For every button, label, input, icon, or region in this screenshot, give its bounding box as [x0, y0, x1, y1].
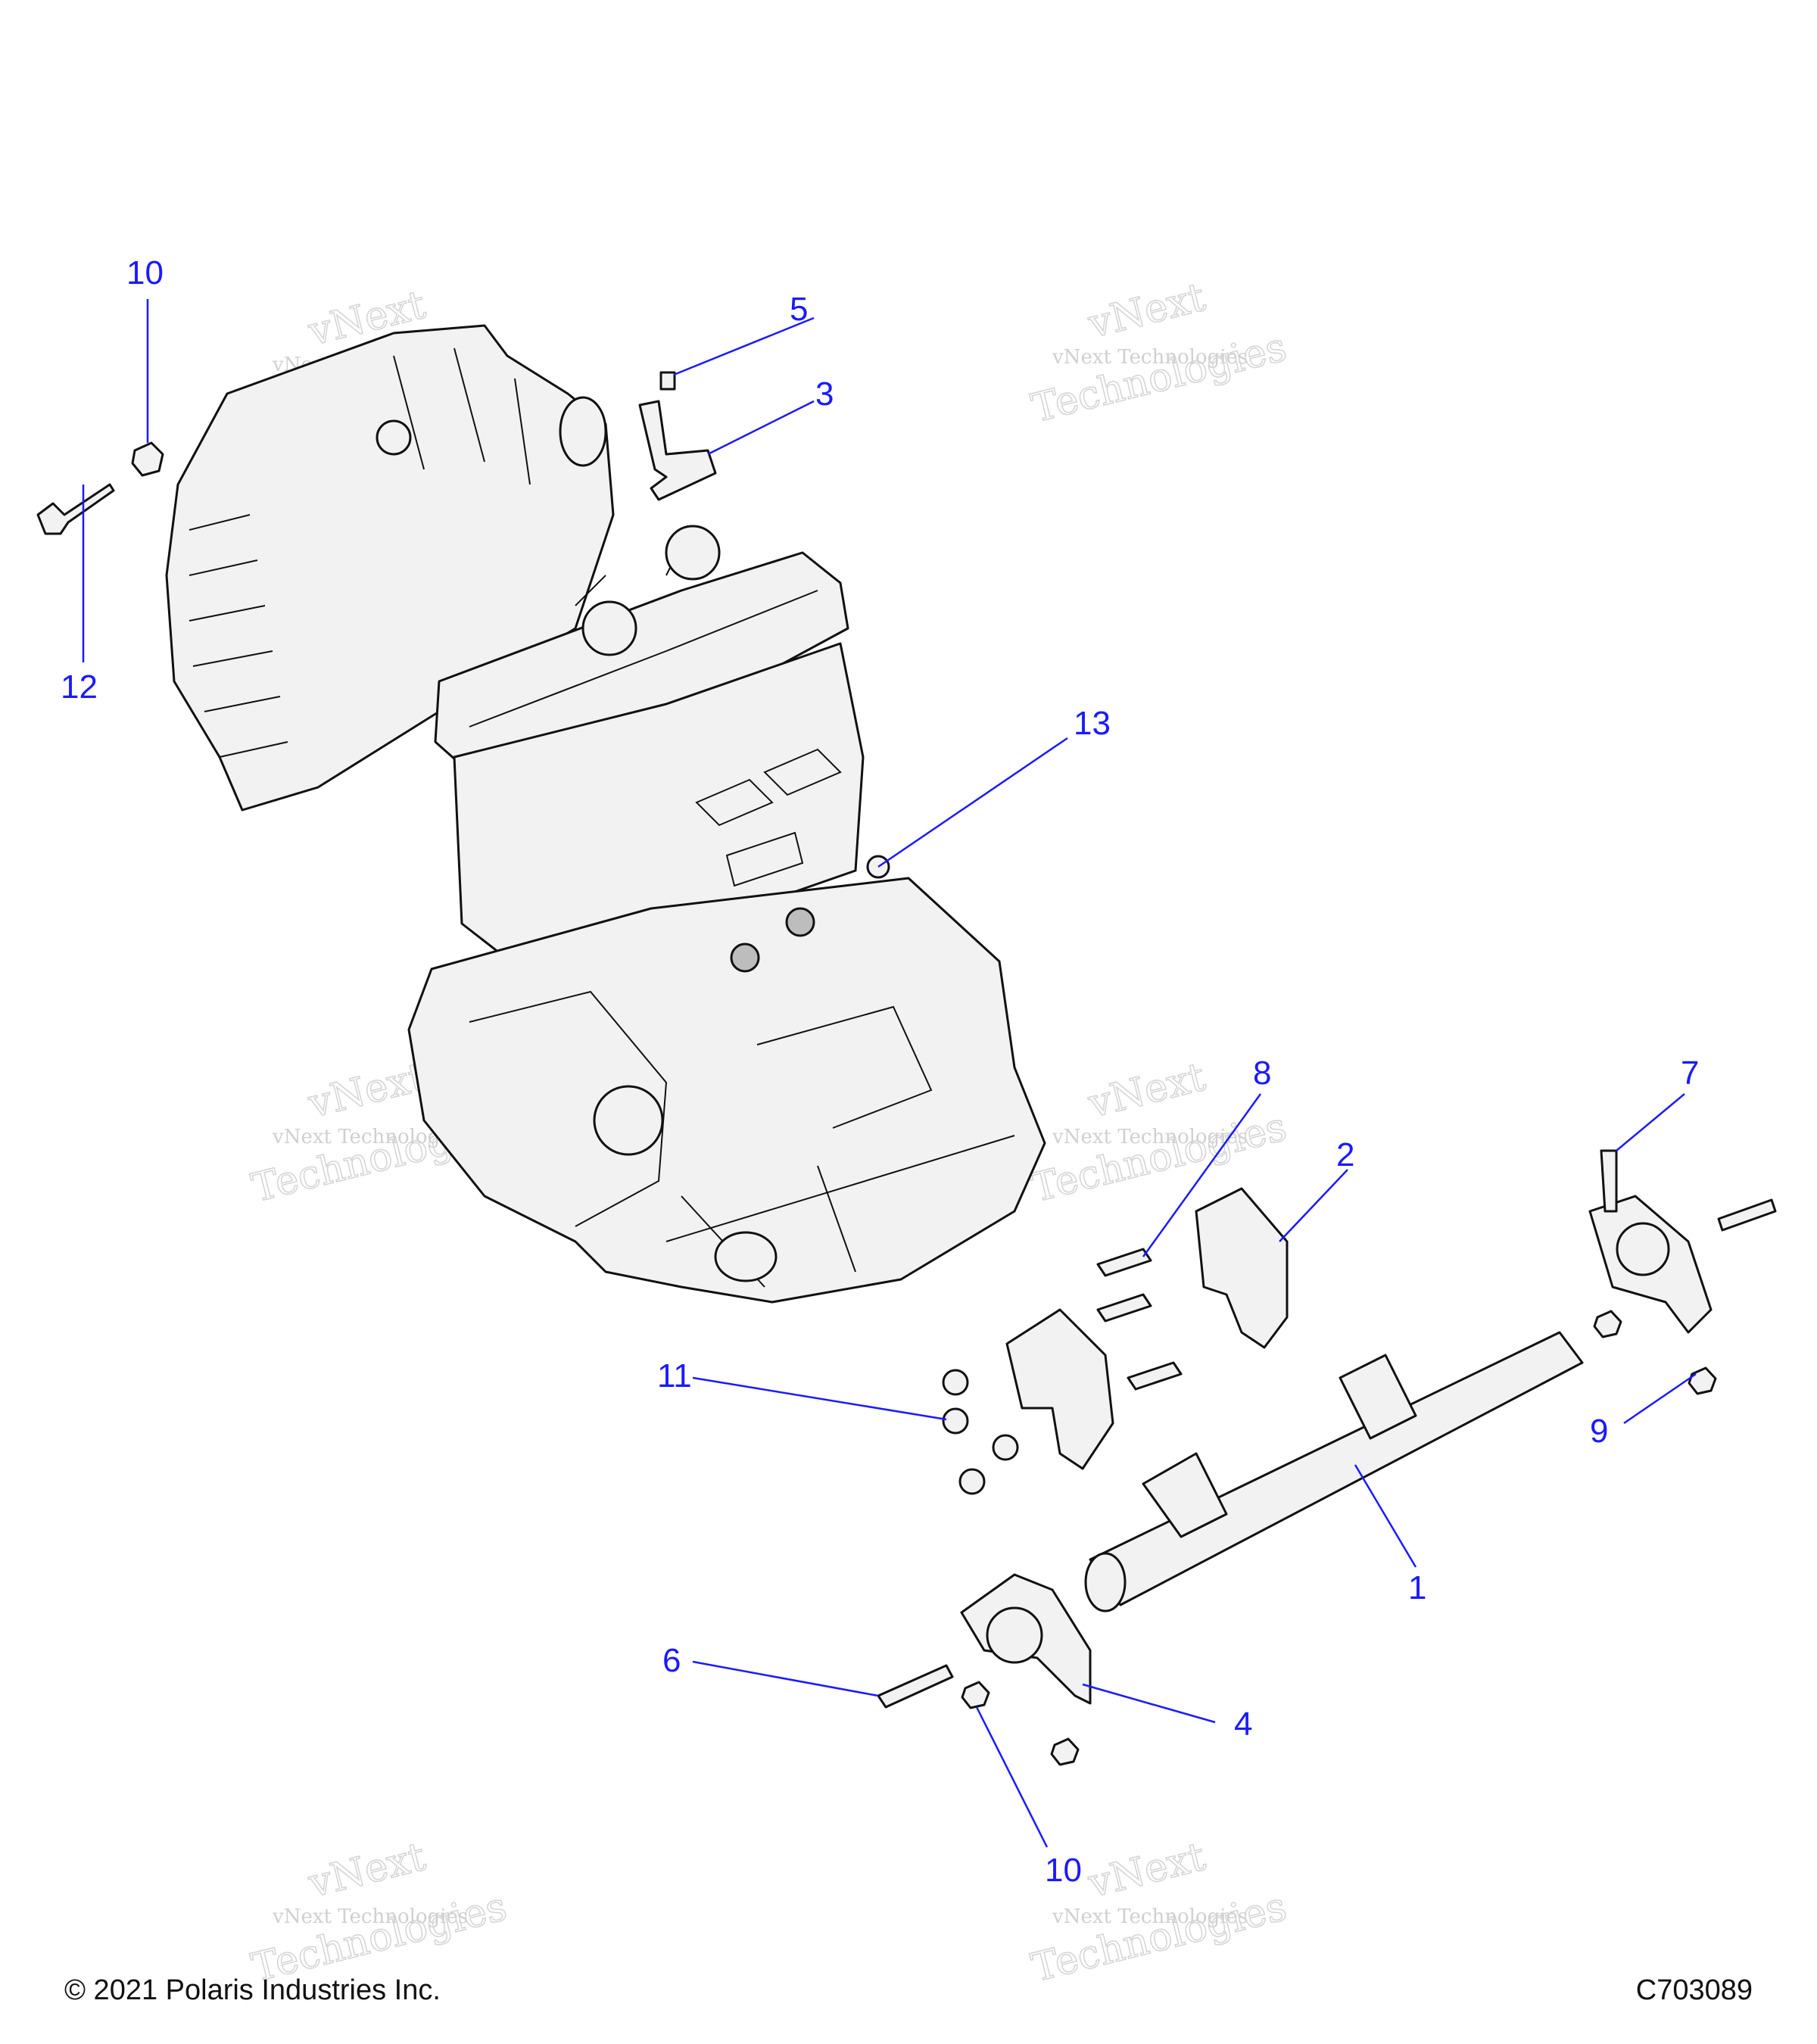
drawing-number: C703089	[1635, 1974, 1753, 2006]
callout-10-top: 10	[126, 254, 164, 291]
transmission-cover-ribs	[189, 347, 531, 758]
drain-port	[714, 1231, 778, 1282]
tube-collar-1	[1142, 1452, 1228, 1538]
bolt-12	[36, 483, 115, 535]
bracket-3	[638, 400, 717, 501]
seal-1	[730, 943, 760, 973]
crankcase	[407, 877, 1046, 1304]
valve-cover	[434, 551, 849, 774]
watermark-caption: vNext Technologies	[1052, 1905, 1248, 1928]
callout-11: 11	[657, 1357, 692, 1394]
watermark-line1: vNext	[304, 1834, 430, 1907]
watermark-line2: Technologies	[1027, 1884, 1291, 1991]
leader-5	[673, 316, 815, 376]
bolt-5	[659, 371, 676, 391]
copyright-notice: © 2021 Polaris Industries Inc.	[64, 1974, 441, 2006]
nut-10-bottom	[961, 1681, 990, 1709]
output-port	[559, 396, 607, 467]
watermark-4: vNext Technologies vNext Technologies	[1027, 1054, 1292, 1212]
callout-2: 2	[1336, 1136, 1354, 1173]
bolt-7	[1600, 1149, 1618, 1213]
bolt-right-horizontal	[1717, 1198, 1777, 1232]
leader-13	[877, 737, 1068, 868]
leader-lines	[82, 299, 1697, 1848]
nut-right-2	[1593, 1310, 1622, 1338]
nuts-11	[942, 1369, 1019, 1495]
watermark-line1: vNext	[1083, 1055, 1210, 1127]
leader-1	[1354, 1464, 1417, 1568]
mount-plate-left	[1005, 1308, 1114, 1470]
watermark-caption: vNext Technologies	[1052, 346, 1248, 369]
watermark-line1: vNext	[1083, 275, 1210, 347]
leader-11	[692, 1376, 947, 1421]
nut-9	[1688, 1366, 1717, 1395]
callout-5: 5	[790, 291, 808, 328]
watermark-line1: vNext	[304, 1055, 430, 1127]
leader-2	[1279, 1169, 1348, 1242]
engine-assembly	[165, 324, 1046, 1304]
callout-6: 6	[662, 1642, 681, 1679]
bushing-right	[1616, 1222, 1670, 1276]
spark-plug-well-2	[665, 525, 721, 581]
callout-12: 12	[61, 668, 98, 706]
leader-7	[1616, 1093, 1685, 1151]
cylinder-block	[453, 642, 865, 978]
leader-9	[1623, 1373, 1697, 1425]
crankcase-port	[593, 1085, 664, 1156]
watermark-caption: vNext Technologies	[272, 1905, 468, 1928]
callout-4: 4	[1234, 1706, 1252, 1743]
callout-13: 13	[1074, 705, 1111, 742]
exhaust-ports	[695, 748, 842, 887]
nut-bottom-2	[1050, 1737, 1080, 1766]
watermark-2: vNext Technologies vNext Technologies	[1027, 274, 1292, 432]
leader-3	[707, 400, 815, 456]
leader-6	[692, 1660, 879, 1697]
watermark-caption: vNext Technologies	[1052, 1126, 1248, 1148]
tube-end-left	[1084, 1552, 1127, 1612]
watermark-line1: vNext	[1083, 1834, 1210, 1907]
bolt-6	[877, 1664, 954, 1709]
callout-labels: 1 2 3 4 5 6 7 8 9 10 10 11 12 13	[61, 254, 1699, 1889]
crankcase-details	[469, 990, 1015, 1288]
hardware	[36, 371, 1777, 1766]
watermark-line2: Technologies	[1027, 325, 1291, 432]
callout-10-bottom: 10	[1045, 1852, 1082, 1889]
callout-1: 1	[1408, 1569, 1426, 1606]
spark-plug-well-1	[581, 600, 637, 656]
fill-plug	[376, 419, 412, 456]
watermark-5: vNext Technologies vNext Technologies	[247, 1834, 512, 1992]
watermark-line2: Technologies	[1027, 1105, 1291, 1211]
mount-plate-right	[1195, 1187, 1289, 1349]
transmission-cover	[165, 324, 615, 812]
bolts-8	[1096, 1248, 1183, 1391]
leader-8	[1142, 1093, 1262, 1257]
callout-8: 8	[1253, 1055, 1271, 1092]
callout-3: 3	[815, 375, 834, 413]
callout-9: 9	[1590, 1413, 1608, 1450]
tube-collar-2	[1339, 1354, 1417, 1440]
callout-7: 7	[1681, 1055, 1699, 1092]
leader-10-bottom	[975, 1706, 1049, 1848]
seal-2	[785, 907, 815, 937]
nut-10-top	[131, 441, 164, 477]
bushing-4	[986, 1606, 1043, 1664]
leader-4	[1082, 1683, 1216, 1724]
